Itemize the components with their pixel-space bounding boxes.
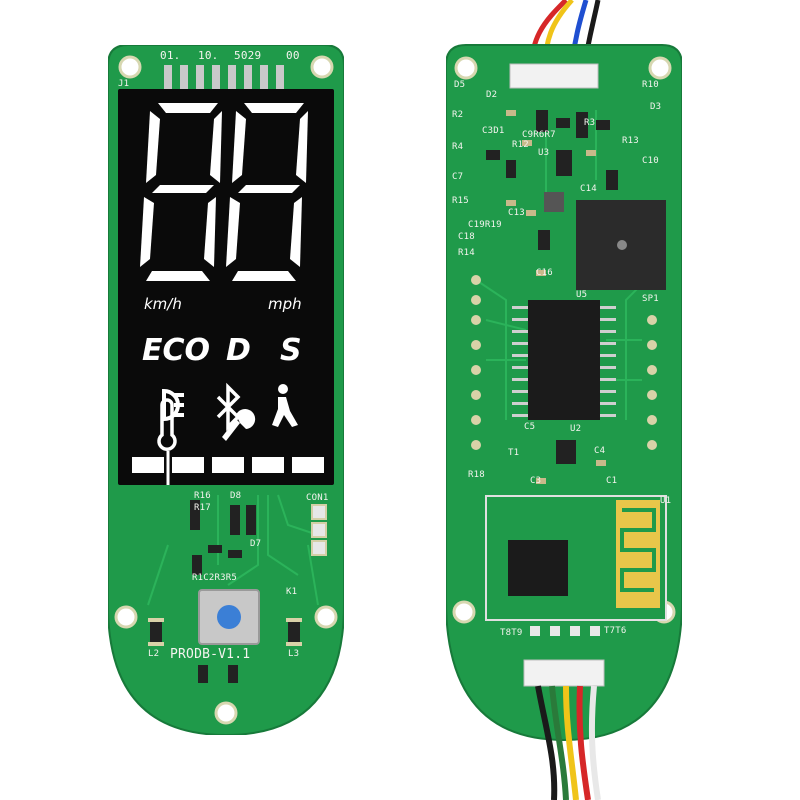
label-r12: R12 — [512, 140, 529, 150]
wrench-icon — [222, 409, 256, 441]
label-k1: K1 — [286, 587, 298, 597]
label-r13: R13 — [622, 136, 639, 146]
label-u2: U2 — [570, 424, 582, 434]
label-c10: C10 — [642, 156, 659, 166]
label-c3d1: C3D1 — [482, 126, 505, 136]
label-c5: C5 — [524, 422, 536, 432]
label-c3: C3 — [530, 476, 542, 486]
walk-icon — [272, 384, 298, 427]
code-1: 01. — [160, 49, 181, 62]
label-c13: C13 — [508, 208, 525, 218]
chip-u1 — [508, 540, 568, 596]
label-c18: C18 — [458, 232, 475, 242]
label-con1: CON1 — [306, 493, 329, 503]
label-d8: D8 — [230, 491, 242, 501]
label-u3: U3 — [538, 148, 550, 158]
chip-u5 — [528, 300, 600, 420]
label-c14: C14 — [580, 184, 597, 194]
label-l3: L3 — [288, 649, 300, 659]
label-c9r6r7: C9R6R7 — [522, 130, 556, 140]
top-connector — [509, 63, 599, 89]
label-r16: R16 — [194, 491, 211, 501]
label-d5: D5 — [454, 80, 466, 90]
label-r1c2r3r5: R1C2R3R5 — [192, 573, 237, 583]
button-cap[interactable] — [217, 605, 241, 629]
label-c16: C16 — [536, 268, 553, 278]
mount-hole — [118, 55, 142, 79]
mode-d: D — [226, 333, 251, 368]
bottom-connector — [523, 659, 605, 687]
label-d3: D3 — [650, 102, 662, 112]
unit-mph: mph — [268, 295, 302, 313]
label-t1: T1 — [508, 448, 520, 458]
bluetooth-icon — [216, 382, 241, 432]
label-r17: R17 — [194, 503, 211, 513]
mount-hole — [314, 605, 338, 629]
label-r14: R14 — [458, 248, 475, 258]
label-c4: C4 — [594, 446, 606, 456]
label-c7: C7 — [452, 172, 464, 182]
label-d7: D7 — [250, 539, 262, 549]
label-u1: U1 — [660, 496, 672, 506]
label-t8t9: T8T9 — [500, 628, 523, 638]
label-t7t6: T7T6 — [604, 626, 627, 636]
lcd-display: km/h mph ECO D S — [118, 89, 334, 485]
label-sp1: SP1 — [642, 294, 659, 304]
code-2: 10. — [198, 49, 219, 62]
mode-eco: ECO — [142, 333, 211, 368]
label-c1: C1 — [606, 476, 618, 486]
mount-hole — [114, 605, 138, 629]
left-dashboard-board: km/h mph ECO D S 01. 10. 5029 00 J1 R16 … — [108, 45, 344, 735]
code-3: 5029 — [234, 49, 262, 62]
label-d2: D2 — [486, 90, 498, 100]
mount-hole — [310, 55, 334, 79]
bottom-wires — [535, 685, 601, 800]
label-r15: R15 — [452, 196, 469, 206]
right-pcb-shape — [446, 0, 682, 800]
tactile-button[interactable] — [198, 589, 260, 645]
label-c19r19: C19R19 — [468, 220, 502, 230]
right-dashboard-board: D5 D2 R10 D3 R2 C3D1 C9R6R7 R3 R4 R12 U3… — [446, 0, 682, 800]
label-l2: L2 — [148, 649, 160, 659]
unit-kmh: km/h — [144, 295, 182, 313]
model-label: PRODB-V1.1 — [170, 647, 251, 662]
thermometer-icon — [157, 398, 177, 451]
label-r4: R4 — [452, 142, 464, 152]
mode-s: S — [280, 333, 302, 368]
mount-hole — [214, 701, 238, 725]
label-r3: R3 — [584, 118, 596, 128]
code-4: 00 — [286, 49, 300, 62]
label-r2: R2 — [452, 110, 464, 120]
label-r18: R18 — [468, 470, 485, 480]
seven-segment-digits — [132, 103, 324, 485]
lcd-icons-row2 — [157, 398, 256, 451]
label-j1: J1 — [118, 79, 130, 89]
label-r10: R10 — [642, 80, 659, 90]
label-u5: U5 — [576, 290, 588, 300]
